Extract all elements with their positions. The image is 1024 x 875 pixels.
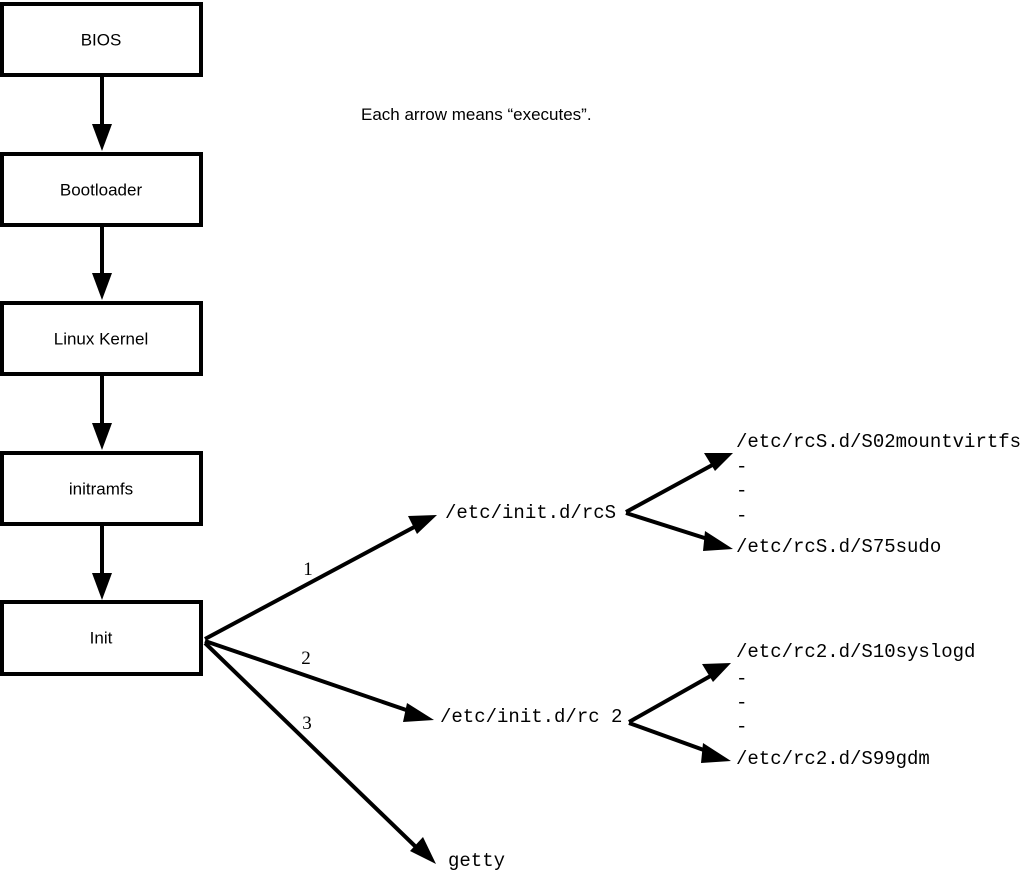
linux-kernel-label: Linux Kernel xyxy=(54,329,149,348)
rcs-ellipsis-dash-3: - xyxy=(736,505,747,527)
edge-rc2-to-s10syslogd xyxy=(628,663,731,724)
label-etc-init-d-rc2: /etc/init.d/rc 2 xyxy=(440,706,622,728)
arrowhead-icon xyxy=(92,273,112,300)
arrowhead-icon xyxy=(703,531,733,551)
edge-init-to-getty: 3 xyxy=(203,641,436,864)
arrowhead-icon xyxy=(410,837,436,864)
initramfs-label: initramfs xyxy=(69,479,133,498)
rc2-ellipsis-dash-1: - xyxy=(736,668,747,690)
bootloader-box xyxy=(0,152,203,227)
initramfs-box xyxy=(0,451,203,526)
arrowhead-icon xyxy=(702,663,731,682)
node-bootloader: Bootloader xyxy=(0,152,203,227)
edge-line xyxy=(204,523,419,641)
label-etc-init-d-rcs: /etc/init.d/rcS xyxy=(445,502,616,524)
arrowhead-icon xyxy=(403,703,434,722)
node-bios: BIOS xyxy=(0,2,203,77)
bios-box xyxy=(0,2,203,77)
bootloader-label: Bootloader xyxy=(60,180,143,199)
edge-initramfs-to-init xyxy=(92,526,112,600)
edge-init-to-rcs: 1 xyxy=(204,515,437,641)
edge-line xyxy=(628,721,713,755)
label-etc-rc2d-s99gdm: /etc/rc2.d/S99gdm xyxy=(736,748,930,770)
arrowhead-icon xyxy=(704,453,733,471)
node-linux-kernel: Linux Kernel xyxy=(0,301,203,376)
arrowhead-icon xyxy=(92,573,112,600)
legend-note: Each arrow means “executes”. xyxy=(361,105,592,124)
arrowhead-icon xyxy=(92,124,112,151)
edge-kernel-to-initramfs xyxy=(92,376,112,450)
edge-line xyxy=(203,641,420,851)
edge-line xyxy=(204,639,416,715)
edge-number-2: 2 xyxy=(301,648,311,669)
rcs-ellipsis-dash-1: - xyxy=(736,456,747,478)
rc2-ellipsis-dash-3: - xyxy=(736,716,747,738)
edge-rcs-to-s75sudo xyxy=(625,511,733,551)
init-box xyxy=(0,600,203,676)
edge-number-3: 3 xyxy=(302,713,312,734)
rcs-ellipsis-dash-2: - xyxy=(736,480,747,502)
edge-line xyxy=(628,672,715,724)
edge-rc2-to-s99gdm xyxy=(628,721,731,763)
rc2-ellipsis-dash-2: - xyxy=(736,692,747,714)
arrowhead-icon xyxy=(92,423,112,450)
node-init: Init xyxy=(0,600,203,676)
label-etc-rcsd-s75sudo: /etc/rcS.d/S75sudo xyxy=(736,536,941,558)
edge-init-to-rc2: 2 xyxy=(204,639,434,722)
bios-label: BIOS xyxy=(81,30,122,49)
label-etc-rc2d-s10syslogd: /etc/rc2.d/S10syslogd xyxy=(736,641,975,663)
linux-kernel-box xyxy=(0,301,203,376)
arrowhead-icon xyxy=(408,515,437,534)
arrowhead-icon xyxy=(701,743,731,763)
edge-rcs-to-s02mountvirtfs xyxy=(625,453,733,514)
edge-bios-to-bootloader xyxy=(92,77,112,151)
edge-bootloader-to-kernel xyxy=(92,227,112,300)
label-etc-rcsd-s02mountvirtfs: /etc/rcS.d/S02mountvirtfs xyxy=(736,431,1021,453)
node-initramfs: initramfs xyxy=(0,451,203,526)
init-label: Init xyxy=(90,628,113,647)
edge-line xyxy=(625,461,717,514)
label-getty: getty xyxy=(448,850,505,872)
edge-line xyxy=(625,511,715,543)
edge-number-1: 1 xyxy=(303,559,313,580)
